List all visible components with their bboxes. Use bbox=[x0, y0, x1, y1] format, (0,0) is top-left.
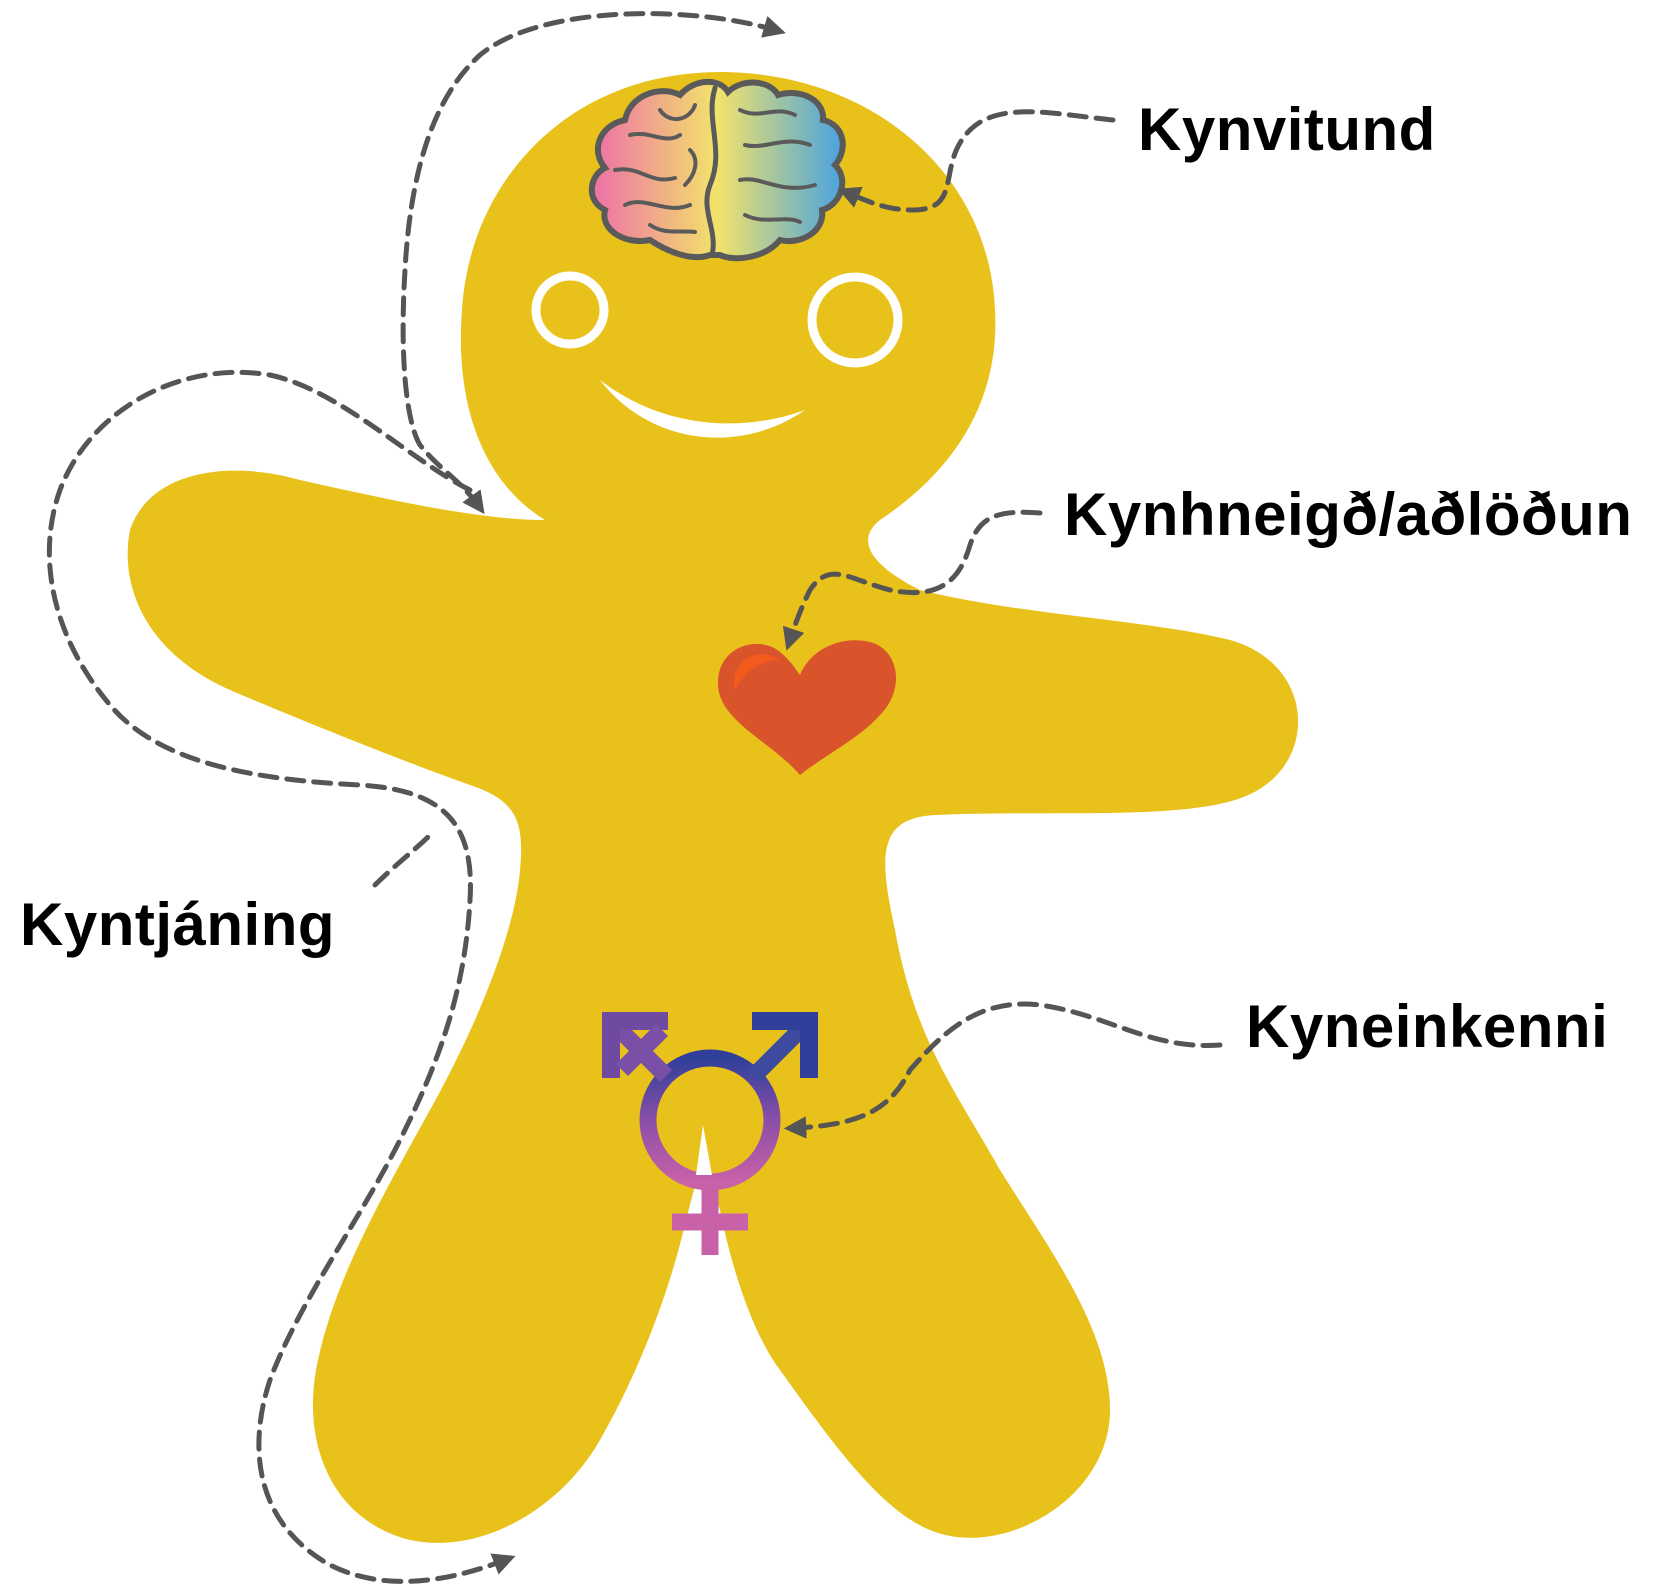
kyntjaning-pointer bbox=[375, 835, 430, 885]
label-orientation: Kynhneigð/aðlöðun bbox=[1064, 485, 1632, 545]
label-expression: Kyntjáning bbox=[20, 895, 335, 955]
gingerbread-body bbox=[128, 72, 1298, 1543]
label-sex-characteristics: Kyneinkenni bbox=[1246, 997, 1608, 1057]
brain-icon bbox=[592, 82, 843, 258]
label-gender-identity: Kynvitund bbox=[1138, 100, 1436, 160]
